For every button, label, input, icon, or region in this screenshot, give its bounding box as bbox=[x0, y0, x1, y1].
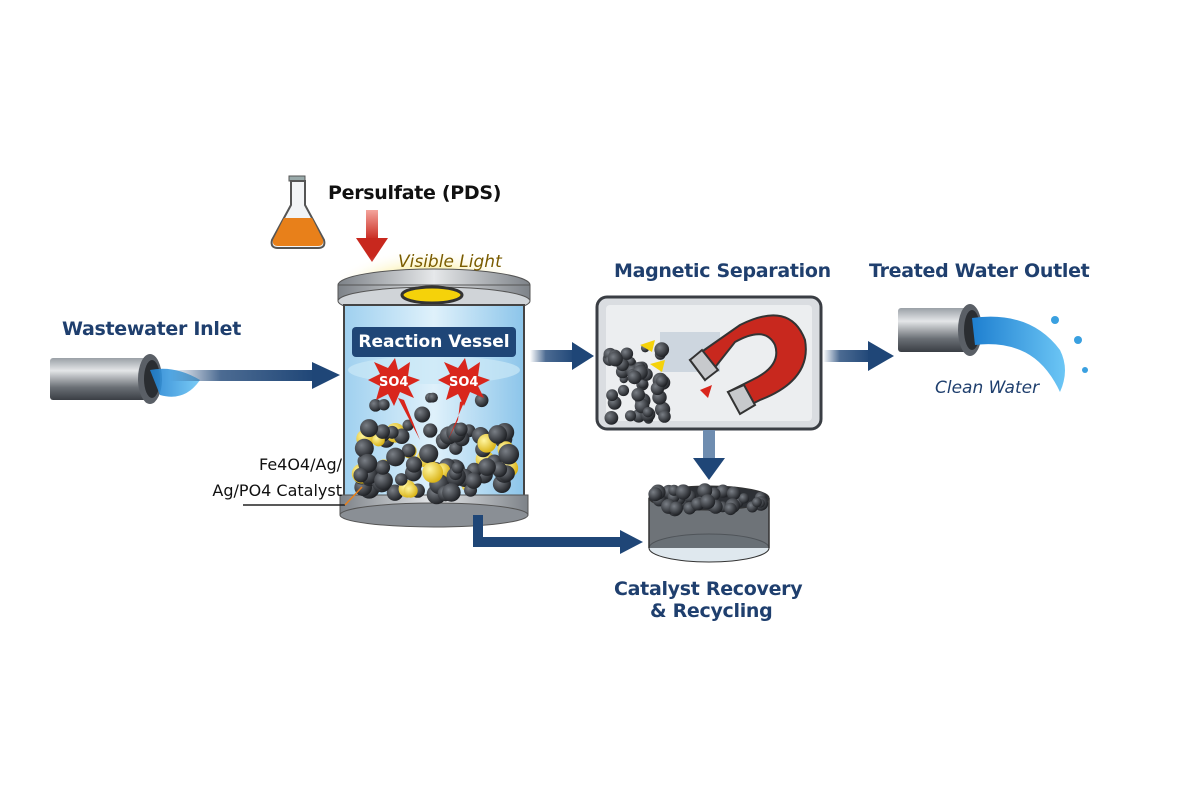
catalyst-particle bbox=[353, 467, 369, 483]
catalyst-particle bbox=[658, 410, 671, 423]
catalyst-particle bbox=[606, 389, 619, 402]
catalyst-label: Fe4O4/Ag/ Ag/PO4 Catalyst bbox=[192, 452, 342, 504]
recovered-particles bbox=[648, 483, 769, 517]
recovery-label-line1: Catalyst Recovery bbox=[614, 578, 803, 600]
flow-arrow-recycle bbox=[473, 515, 622, 547]
radical-label-1: SO4 bbox=[379, 375, 409, 390]
silver-particle bbox=[422, 462, 444, 483]
catalyst-particle bbox=[617, 384, 630, 397]
catalyst-particle bbox=[655, 375, 668, 387]
radical-bolt-2 bbox=[448, 400, 465, 440]
catalyst-particle bbox=[354, 438, 374, 458]
attraction-arrow-1 bbox=[640, 340, 655, 352]
clean-water-label: Clean Water bbox=[935, 378, 1040, 398]
catalyst-particle bbox=[607, 351, 623, 367]
catalyst-particle bbox=[454, 422, 468, 436]
separation-label: Magnetic Separation bbox=[614, 260, 831, 282]
outlet-pipe-icon bbox=[898, 304, 1088, 392]
catalyst-particle bbox=[358, 453, 378, 473]
flow-arrow-recycle-head bbox=[620, 530, 643, 554]
catalyst-particle bbox=[478, 458, 496, 476]
catalyst-particle bbox=[654, 342, 670, 358]
catalyst-particle bbox=[442, 483, 461, 502]
inlet-pipe-icon bbox=[50, 354, 200, 404]
catalyst-particle bbox=[378, 398, 390, 411]
attraction-arrow-2 bbox=[650, 360, 665, 372]
separated-particles bbox=[602, 342, 671, 425]
catalyst-particle bbox=[414, 406, 431, 423]
catalyst-particle bbox=[375, 424, 390, 439]
catalyst-particle bbox=[726, 486, 741, 501]
catalyst-particle bbox=[474, 393, 489, 408]
catalyst-particle bbox=[423, 423, 438, 438]
catalyst-label-line2: Ag/PO4 Catalyst bbox=[212, 481, 342, 500]
catalyst-particle bbox=[375, 459, 391, 475]
catalyst-particle bbox=[428, 392, 438, 403]
flow-arrow-to-outlet-head bbox=[868, 341, 894, 371]
silver-particle bbox=[403, 483, 418, 498]
persulfate-label: Persulfate (PDS) bbox=[328, 182, 502, 204]
catalyst-particle bbox=[488, 425, 508, 444]
outlet-label: Treated Water Outlet bbox=[869, 260, 1090, 282]
inlet-label: Wastewater Inlet bbox=[62, 318, 241, 340]
catalyst-particle bbox=[620, 347, 634, 360]
catalyst-particle bbox=[627, 370, 642, 385]
catalyst-particle bbox=[624, 410, 637, 422]
catalyst-particle bbox=[369, 399, 382, 412]
catalyst-particle bbox=[451, 461, 464, 474]
radical-bolt-1 bbox=[398, 398, 420, 440]
catalyst-pointer bbox=[344, 486, 363, 506]
catalyst-particle bbox=[465, 472, 482, 489]
catalyst-particle bbox=[752, 497, 762, 508]
catalyst-particle bbox=[648, 487, 663, 502]
catalyst-particle bbox=[405, 456, 423, 473]
catalyst-label-line1: Fe4O4/Ag/ bbox=[258, 455, 342, 474]
catalyst-particle bbox=[386, 447, 405, 467]
flow-arrow-inlet bbox=[170, 370, 315, 381]
catalyst-particle bbox=[642, 406, 654, 418]
catalyst-particle bbox=[669, 501, 683, 516]
flow-arrow-inlet-head bbox=[312, 362, 340, 389]
catalyst-particle bbox=[675, 484, 691, 500]
catalyst-particle bbox=[394, 473, 408, 486]
catalyst-particle bbox=[498, 443, 520, 465]
vessel-label: Reaction Vessel bbox=[352, 327, 516, 357]
flow-arrow-to-outlet bbox=[823, 350, 871, 362]
catalyst-particle bbox=[738, 493, 750, 504]
flask-icon bbox=[270, 175, 326, 249]
flow-arrow-down bbox=[703, 430, 715, 460]
catalyst-particle bbox=[724, 502, 737, 516]
magnet-icon bbox=[688, 314, 807, 416]
radical-burst-2 bbox=[438, 358, 490, 406]
catalyst-particle bbox=[360, 419, 379, 438]
flow-arrow-to-separation bbox=[530, 350, 575, 362]
flow-arrow-to-separation-head bbox=[572, 342, 594, 370]
catalyst-particle bbox=[631, 387, 646, 402]
catalyst-particle bbox=[700, 494, 716, 510]
recovery-label-line2: & Recycling bbox=[650, 600, 773, 622]
catalyst-particle bbox=[419, 444, 439, 464]
catalyst-particle bbox=[374, 471, 393, 490]
flow-arrow-down-head bbox=[693, 458, 725, 480]
light-label: Visible Light bbox=[398, 252, 502, 272]
catalyst-particles bbox=[351, 392, 520, 505]
radical-label-2: SO4 bbox=[449, 375, 479, 390]
catalyst-particle bbox=[604, 410, 619, 425]
catalyst-particle bbox=[401, 443, 416, 458]
attraction-arrow-3 bbox=[700, 385, 712, 398]
radical-burst-1 bbox=[368, 358, 420, 406]
